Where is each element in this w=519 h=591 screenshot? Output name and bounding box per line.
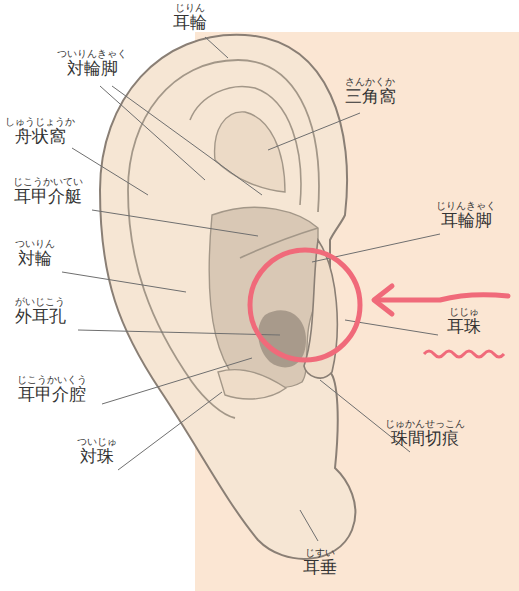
part-reading: じりんきゃく: [436, 200, 496, 212]
part-reading: じすい: [305, 547, 335, 559]
wavy-underline: [424, 351, 504, 357]
leader-lines: [62, 37, 440, 541]
part-name: 耳輪脚: [441, 211, 492, 231]
part-name: 対輪脚: [67, 59, 118, 79]
part-reading: じじゅ: [449, 306, 479, 318]
part-reading: じゅかんせっこん: [385, 418, 465, 430]
helix-crus: [240, 228, 318, 258]
part-reading: がいじこう: [15, 296, 65, 308]
arrow-head: [374, 286, 392, 314]
antihelix-crus: [190, 87, 301, 205]
part-reading: じこうかいくう: [17, 374, 87, 386]
highlight-circle: [250, 250, 360, 360]
part-name: 珠間切痕: [391, 429, 459, 449]
part-name: 舟状窩: [15, 127, 66, 147]
ear-outline: [100, 35, 355, 559]
part-name: 耳甲介腔: [18, 385, 86, 405]
part-name: 三角窩: [345, 87, 396, 107]
part-name: 耳輪: [173, 13, 207, 33]
part-reading: じこうかいてい: [13, 176, 83, 188]
part-reading: ついじゅ: [77, 436, 117, 448]
helix-rim: [128, 60, 319, 418]
part-reading: しゅうじょうか: [5, 116, 75, 128]
part-reading: さんかくか: [345, 76, 395, 88]
highlight-arrow: [378, 295, 508, 300]
part-name: 対輪: [18, 249, 52, 269]
part-reading: ついりんきゃく: [57, 48, 127, 60]
part-name: 対珠: [80, 447, 114, 467]
part-reading: じりん: [175, 2, 205, 14]
part-name: 耳垂: [303, 558, 337, 578]
triangular-fossa: [215, 112, 285, 192]
part-name: 耳珠: [447, 317, 481, 337]
part-name: 耳甲介艇: [14, 187, 82, 207]
antitragus: [218, 370, 286, 399]
part-reading: ついりん: [15, 238, 55, 250]
part-name: 外耳孔: [15, 307, 66, 327]
